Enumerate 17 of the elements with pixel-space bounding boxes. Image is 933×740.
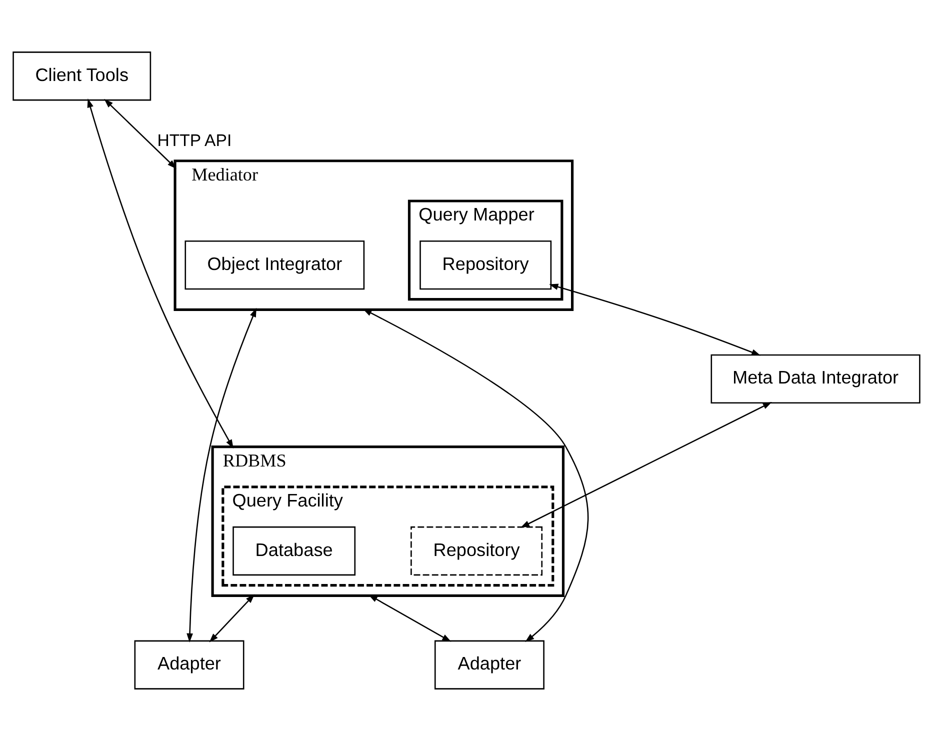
node-box: Client Tools bbox=[12, 51, 152, 100]
arrow bbox=[104, 98, 176, 168]
arrow bbox=[186, 307, 256, 642]
node-box: Object Integrator bbox=[184, 240, 365, 290]
arrow bbox=[209, 594, 255, 642]
node-box: Adapter bbox=[434, 640, 544, 689]
node-box: Repository bbox=[410, 526, 543, 576]
arrow bbox=[520, 402, 772, 528]
arrow bbox=[362, 308, 589, 642]
edge-label: HTTP API bbox=[157, 130, 232, 150]
arrow bbox=[368, 594, 452, 642]
arrow bbox=[549, 283, 761, 356]
node-box: Adapter bbox=[134, 640, 244, 689]
node-box: Repository bbox=[420, 240, 552, 290]
node-box: Database bbox=[232, 526, 356, 576]
node-box: Meta Data Integrator bbox=[710, 354, 920, 403]
arrow bbox=[87, 98, 234, 448]
